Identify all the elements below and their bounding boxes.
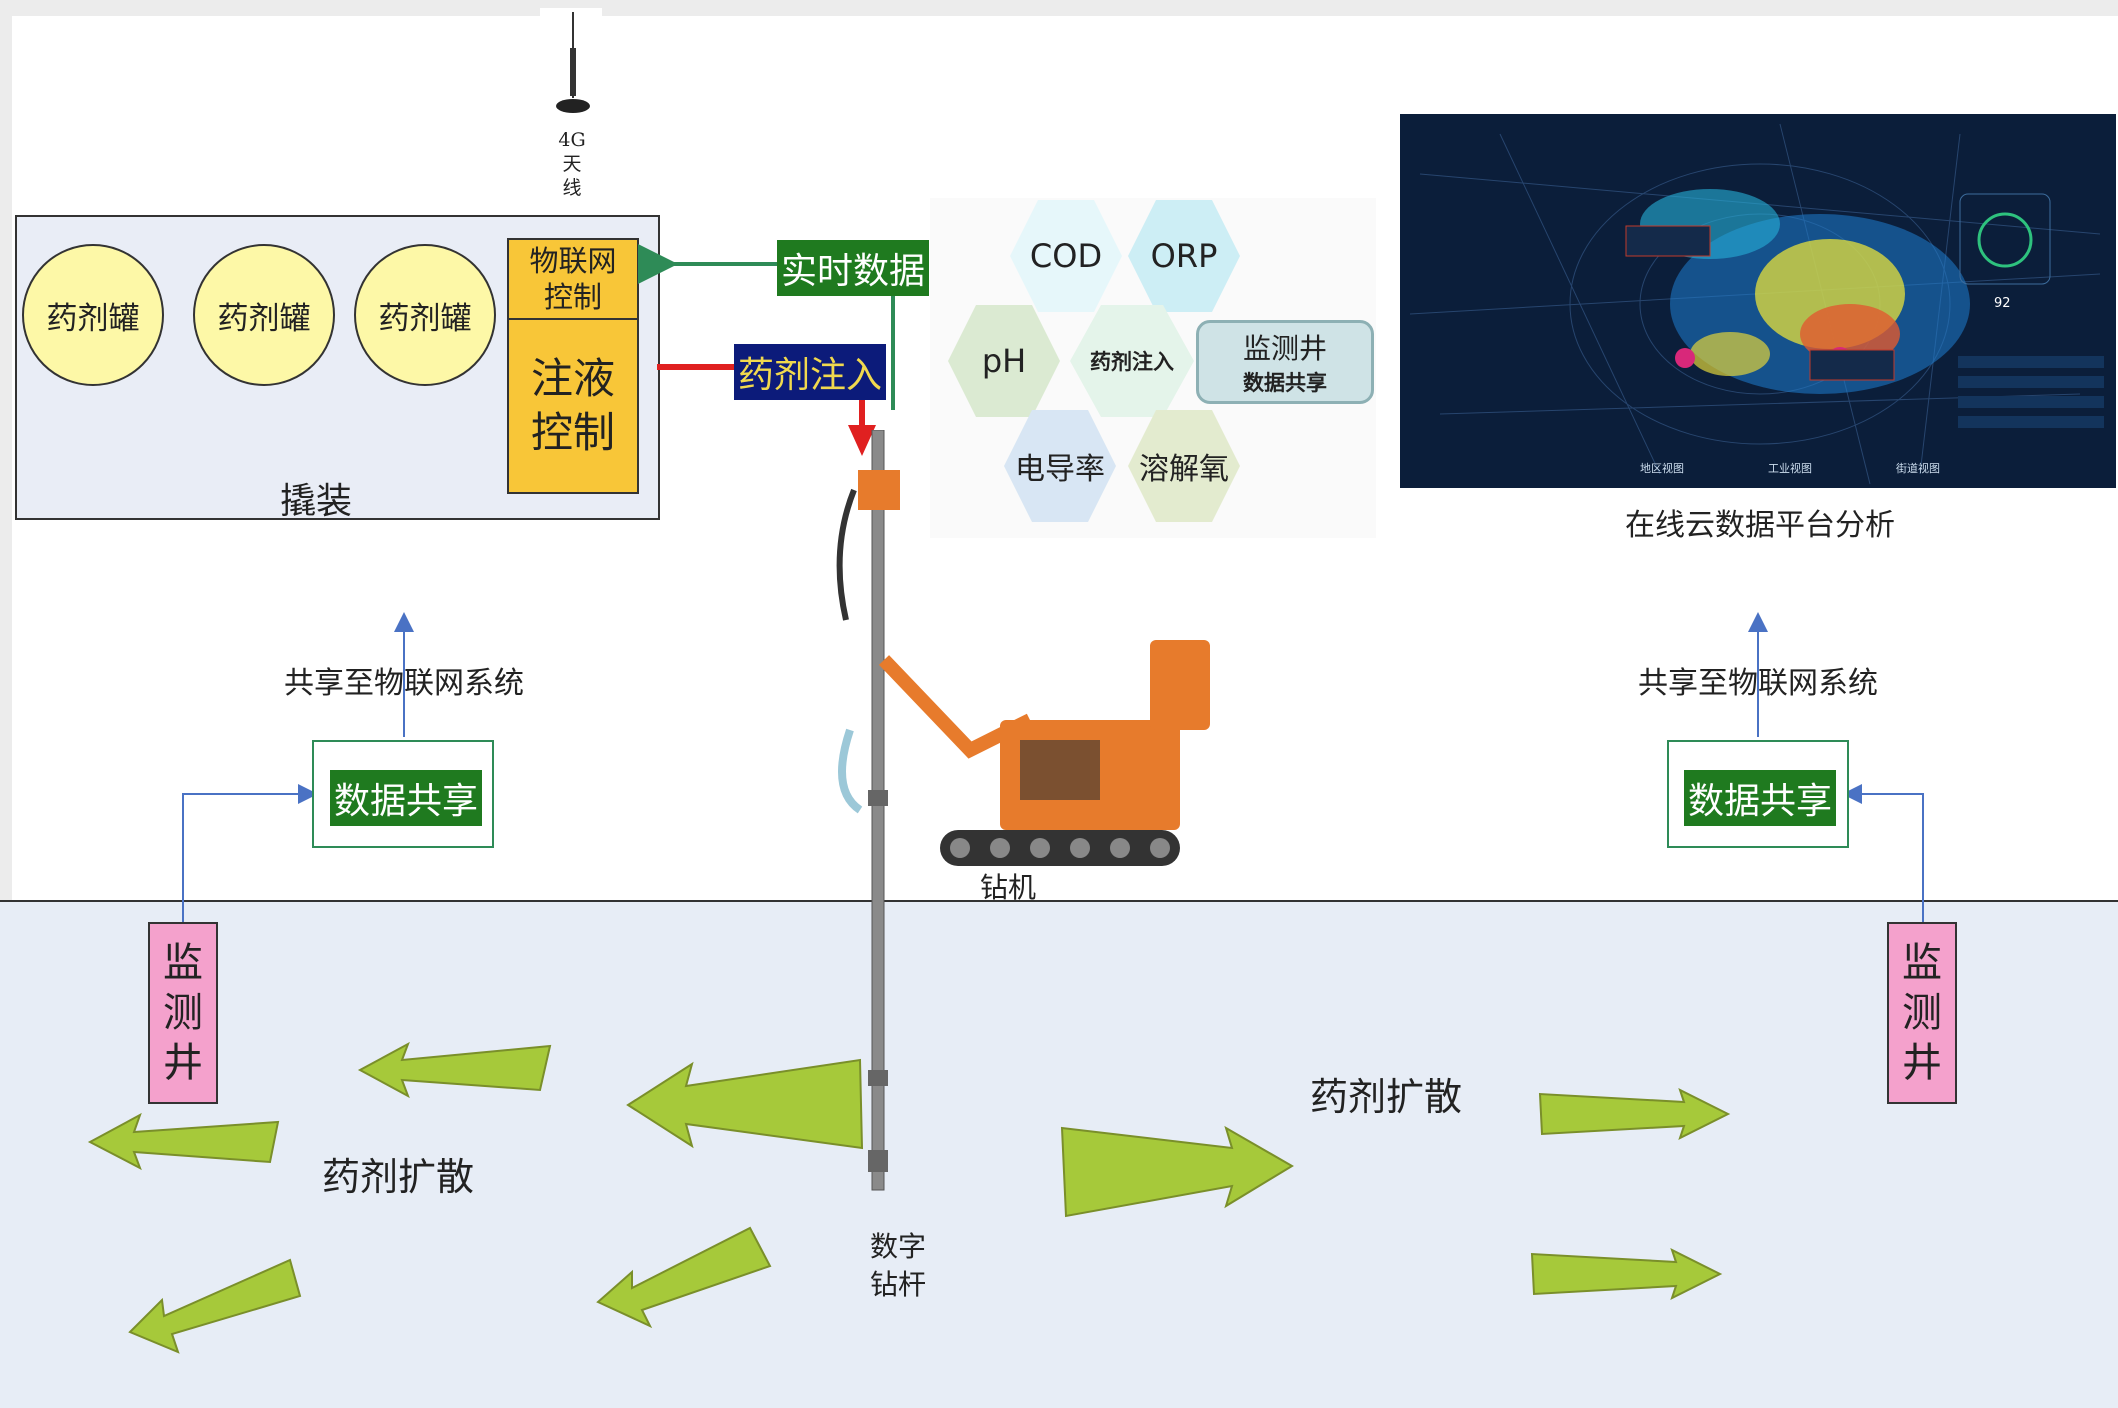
- diffusion-arrow-right: [1538, 1088, 1731, 1140]
- iot-control-box: 物联网控制: [507, 238, 639, 320]
- injection-control-box: 注液控制: [507, 318, 639, 494]
- gauge-value: 92: [1994, 296, 2011, 311]
- realtime-data-label: 实时数据: [777, 240, 930, 296]
- data-share-label-right: 数据共享: [1684, 770, 1837, 826]
- tab-region[interactable]: 地区视图: [1640, 462, 1684, 475]
- digital-rod-label: 数字钻杆: [870, 1230, 927, 1301]
- diffusion-arrow-right: [1060, 1125, 1294, 1218]
- reagent-tank: 药剂罐: [22, 244, 164, 386]
- diffusion-arrow-left: [596, 1226, 772, 1329]
- tab-industry[interactable]: 工业视图: [1768, 462, 1812, 475]
- monitoring-well-left: 监测井: [148, 922, 218, 1104]
- dashboard-caption: 在线云数据平台分析: [1625, 508, 1895, 543]
- diffusion-arrow-left: [626, 1058, 864, 1150]
- well-data-box: 监测井 数据共享: [1196, 320, 1374, 404]
- drill-rig-label: 钻机: [980, 871, 1037, 904]
- diffusion-label-right: 药剂扩散: [1310, 1075, 1463, 1119]
- tab-street[interactable]: 街道视图: [1896, 462, 1940, 475]
- diffusion-arrow-left: [128, 1258, 302, 1354]
- reagent-injection-label: 药剂注入: [734, 344, 887, 400]
- diffusion-arrow-right: [1530, 1248, 1723, 1300]
- reagent-tank: 药剂罐: [354, 244, 496, 386]
- monitoring-well-right: 监测井: [1887, 922, 1957, 1104]
- diffusion-arrow-left: [357, 1041, 552, 1099]
- skid-label: 撬装: [280, 481, 353, 522]
- underground-area: [0, 900, 2118, 1408]
- share-to-iot-label-right: 共享至物联网系统: [1638, 666, 1878, 701]
- diffusion-arrow-left: [87, 1112, 280, 1171]
- diffusion-label-left: 药剂扩散: [322, 1155, 475, 1199]
- antenna-icon: [540, 8, 602, 118]
- share-to-iot-label-left: 共享至物联网系统: [284, 666, 524, 701]
- data-share-label-left: 数据共享: [330, 770, 483, 826]
- injection-arrowhead: [848, 425, 876, 456]
- cloud-dashboard-screenshot: 92 地区视图 工业视图 街道视图: [1400, 114, 2116, 488]
- dashboard-tabs: 地区视图 工业视图 街道视图: [1640, 460, 1940, 476]
- drill-rig-illustration: [836, 430, 1210, 1191]
- reagent-tank: 药剂罐: [193, 244, 335, 386]
